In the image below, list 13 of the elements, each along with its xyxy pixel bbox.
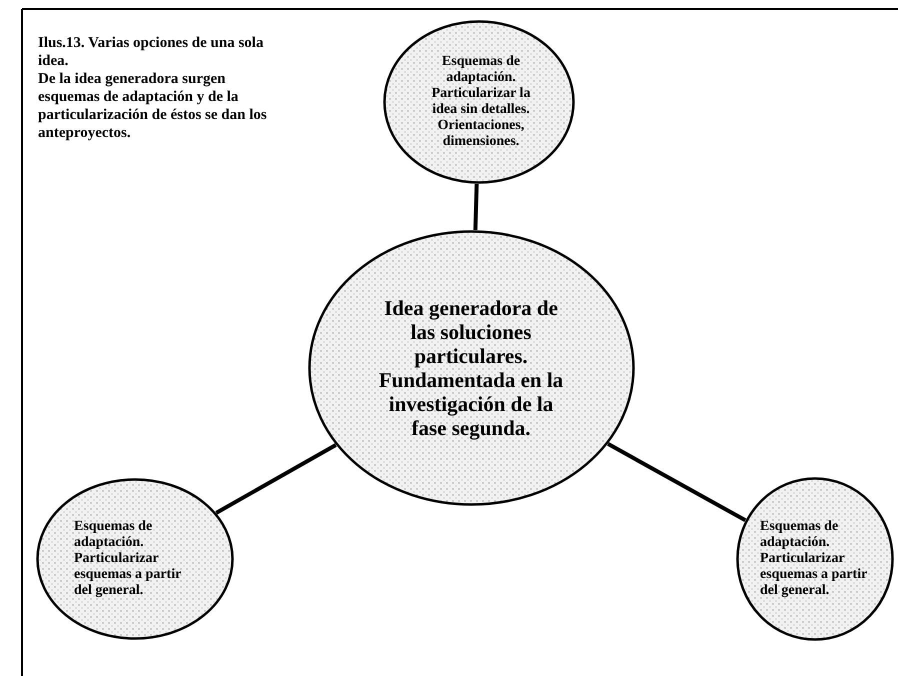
node-text: Esquemas de adaptación. Particularizar la idea sin detalles. Orientaciones, dimensiones. xyxy=(430,54,532,150)
connector-line xyxy=(473,184,479,230)
node-text: Esquemas de adaptación. Particularizar esquemas a partir del general. xyxy=(760,518,868,600)
node-text: Idea generadora de las soluciones particulares. Fundamentada en la investigación de la fase segunda. xyxy=(378,296,564,440)
ellipse-node xyxy=(383,20,575,184)
connector-line xyxy=(607,442,746,522)
figure-title: Ilus.13. Varias opciones de una sola idea. xyxy=(38,34,264,70)
figure-caption: De la idea generadora surgen esquemas de adaptación y de la particularización de éstos se dan los anteproyectos. xyxy=(38,70,268,142)
ellipse-node xyxy=(736,477,894,641)
ellipse-node xyxy=(36,478,234,640)
connector-line xyxy=(215,443,337,515)
node-text: Esquemas de adaptación. Particularizar esquemas a partir del general. xyxy=(74,518,182,600)
ellipse-node xyxy=(308,230,635,506)
